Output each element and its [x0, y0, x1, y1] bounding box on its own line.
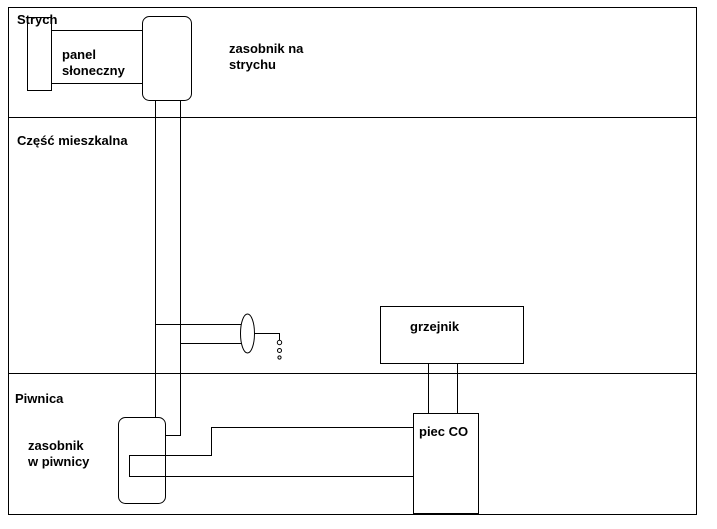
radiator-box — [380, 306, 524, 364]
radiator-label: grzejnik — [410, 319, 460, 334]
room-label-living: Część mieszkalna — [17, 133, 128, 148]
coil-pipe-lower — [129, 455, 413, 477]
coil-pipe-upper — [129, 427, 413, 456]
basement-tank-box — [118, 417, 166, 504]
water-drop-icon — [277, 355, 282, 360]
water-drop-icon — [277, 348, 282, 353]
basement-tank-label-line2: w piwnicy — [28, 454, 90, 469]
solar-panel-label-line2: słoneczny — [62, 63, 125, 78]
basement-tank-label: zasobnik w piwnicy — [28, 438, 89, 470]
tap-fitting — [240, 313, 255, 354]
basement-tank-label-line1: zasobnik — [28, 438, 84, 453]
solar-panel-box — [27, 17, 52, 91]
water-drop-icon — [276, 339, 283, 346]
house-outline — [8, 7, 697, 515]
boiler-box — [413, 413, 479, 514]
attic-tank-label: zasobnik na strychu — [229, 41, 303, 73]
room-label-attic: Strych — [17, 12, 58, 27]
solar-panel-label-line1: panel — [62, 47, 96, 62]
attic-tank-label-line1: zasobnik na — [229, 41, 304, 56]
room-label-basement: Piwnica — [15, 391, 64, 406]
solar-panel-label: panel słoneczny — [62, 47, 125, 79]
boiler-label: piec CO — [419, 424, 469, 439]
attic-tank-box — [142, 16, 192, 101]
attic-tank-label-line2: strychu — [229, 57, 276, 72]
